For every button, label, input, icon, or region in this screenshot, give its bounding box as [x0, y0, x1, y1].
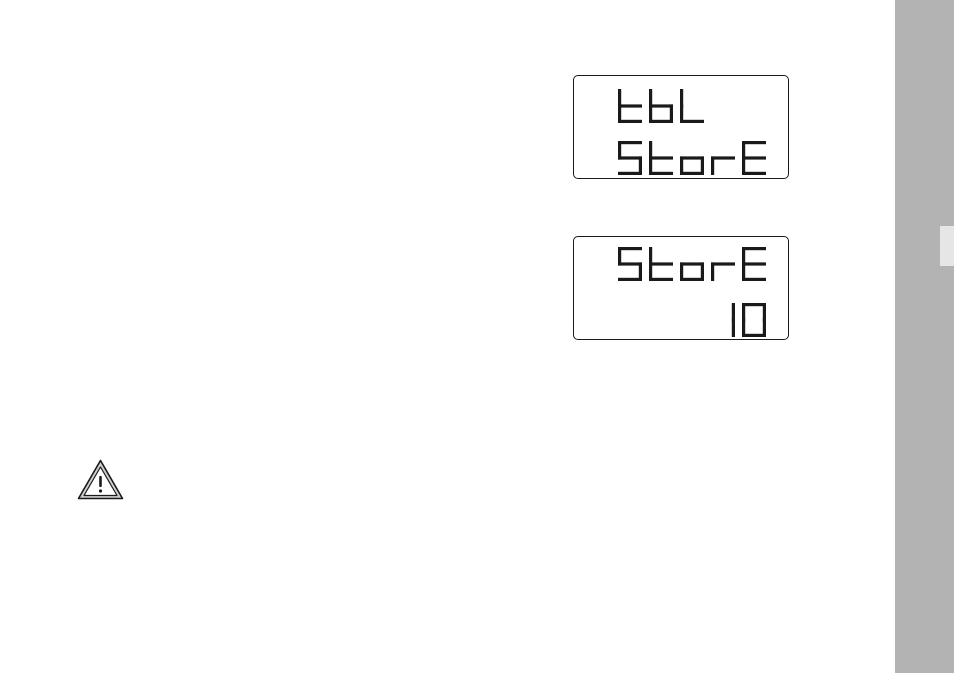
lcd-character — [680, 262, 704, 281]
lcd-character — [680, 156, 704, 175]
lcd-segment — [742, 303, 766, 306]
lcd-segment — [649, 120, 673, 123]
lcd-segment — [680, 278, 704, 281]
lcd-line-2 — [618, 141, 766, 175]
lcd-character — [680, 89, 704, 123]
lcd-segment — [649, 104, 673, 107]
lcd-segment — [742, 141, 766, 144]
lcd-character — [618, 141, 642, 175]
lcd-segment — [649, 262, 673, 265]
lcd-line-2 — [732, 303, 766, 337]
lcd-character — [649, 247, 673, 281]
lcd-character — [618, 247, 642, 281]
lcd-segment — [711, 156, 735, 159]
lcd-character — [711, 156, 735, 175]
lcd-character — [649, 89, 673, 123]
warning-triangle-icon — [77, 459, 124, 500]
lcd-segment — [680, 89, 683, 108]
lcd-segment — [649, 156, 673, 159]
lcd-segment — [680, 262, 704, 265]
lcd-character — [742, 303, 766, 337]
lcd-segment — [649, 278, 673, 281]
lcd-segment — [732, 318, 735, 337]
lcd-character — [649, 141, 673, 175]
lcd-segment — [742, 334, 766, 337]
lcd-segment — [618, 278, 642, 281]
chapter-tab-marker — [940, 226, 954, 266]
lcd-character — [618, 89, 642, 123]
lcd-segment — [680, 156, 704, 159]
lcd-display-store-10 — [573, 236, 789, 340]
lcd-segment — [618, 120, 642, 123]
lcd-character — [742, 247, 766, 281]
lcd-character — [742, 141, 766, 175]
lcd-segment — [618, 156, 642, 159]
lcd-character — [732, 303, 735, 337]
lcd-line-1 — [618, 89, 704, 123]
lcd-segment — [742, 172, 766, 175]
lcd-segment — [742, 247, 766, 250]
lcd-segment — [742, 262, 766, 265]
lcd-segment — [742, 156, 766, 159]
lcd-segment — [680, 120, 704, 123]
lcd-display-tbl-store — [573, 75, 789, 179]
lcd-segment — [680, 172, 704, 175]
lcd-segment — [742, 303, 745, 322]
lcd-line-1 — [618, 247, 766, 281]
lcd-segment — [618, 262, 642, 265]
lcd-character — [711, 262, 735, 281]
lcd-segment-canvas — [574, 76, 790, 180]
lcd-segment — [711, 262, 735, 265]
side-margin-strip — [895, 0, 954, 673]
lcd-segment — [618, 172, 642, 175]
lcd-segment-canvas — [574, 237, 790, 341]
lcd-segment — [618, 141, 642, 144]
lcd-segment — [742, 278, 766, 281]
lcd-segment — [618, 247, 642, 250]
lcd-segment — [618, 104, 642, 107]
lcd-segment — [649, 172, 673, 175]
